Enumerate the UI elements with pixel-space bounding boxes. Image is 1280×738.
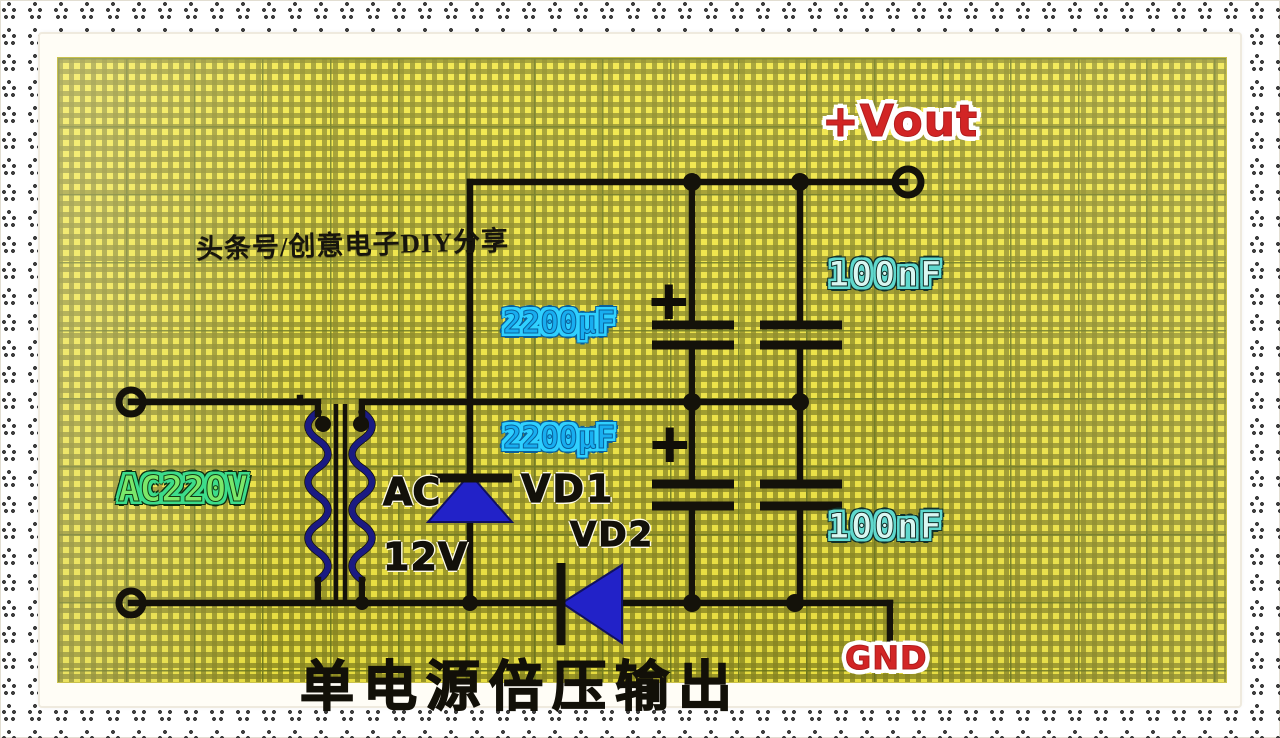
label-cap-100nf-bottom: 100nF (827, 507, 944, 547)
terminal-ac-in-top[interactable] (115, 386, 147, 418)
junction-dots (355, 173, 809, 612)
label-vd2: VD2 (569, 515, 655, 555)
schematic-title: 单电源倍压输出 (299, 657, 741, 717)
terminal-vout[interactable] (891, 165, 925, 199)
bottom-rail-wire (127, 599, 894, 649)
label-cap-100nf-top: 100nF (827, 255, 944, 295)
label-cap-2200uf-bottom: 2200μF (503, 420, 616, 456)
label-cap-2200uf-top: 2200μF (503, 305, 616, 341)
label-vd1: VD1 (520, 467, 615, 511)
label-secondary-ac: AC (382, 470, 441, 514)
film-cap-branch (760, 178, 842, 607)
polarity-plus-top: + (646, 271, 692, 331)
electrolytic-cap-branch (652, 178, 734, 607)
label-vout: +Vout (821, 96, 979, 147)
label-gnd: GND (845, 639, 928, 677)
label-ac220v: AC220V (117, 469, 249, 510)
diode-VD2 (556, 563, 623, 645)
polarity-plus-bottom: + (647, 414, 693, 474)
diode-VD1-branch (425, 178, 515, 607)
terminal-ac-in-bottom[interactable] (115, 587, 147, 619)
label-secondary-voltage: 12V (382, 535, 469, 579)
grid-major (58, 58, 1226, 682)
